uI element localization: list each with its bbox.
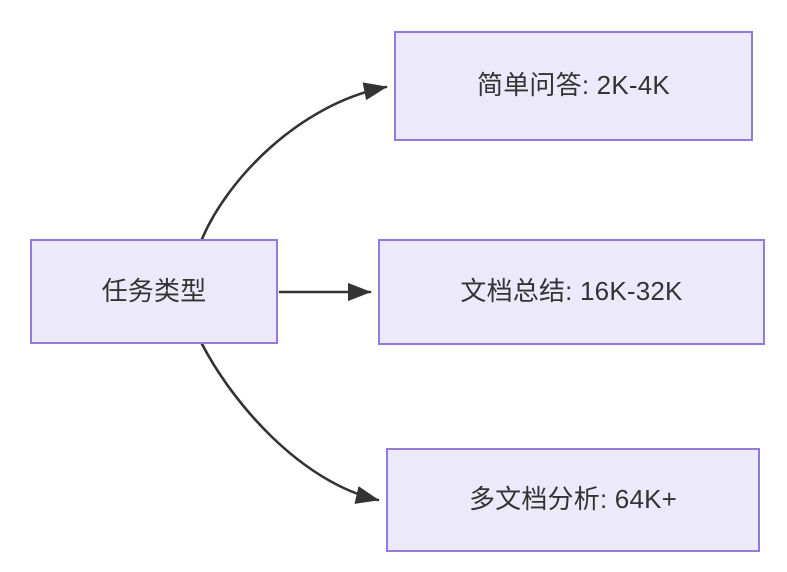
node-task-type[interactable]: 任务类型 — [30, 239, 278, 344]
node-simple-qa[interactable]: 简单问答: 2K-4K — [394, 31, 753, 141]
node-doc-summary[interactable]: 文档总结: 16K-32K — [378, 239, 765, 345]
node-task-type-label: 任务类型 — [101, 275, 207, 306]
node-multi-doc-label: 多文档分析: 64K+ — [468, 484, 678, 515]
node-multi-doc[interactable]: 多文档分析: 64K+ — [386, 448, 760, 552]
node-doc-summary-label: 文档总结: 16K-32K — [460, 276, 683, 307]
edge-root-to-multi-doc — [200, 342, 380, 504]
edge-root-to-simple-qa — [200, 82, 388, 241]
node-simple-qa-label: 简单问答: 2K-4K — [477, 70, 670, 101]
